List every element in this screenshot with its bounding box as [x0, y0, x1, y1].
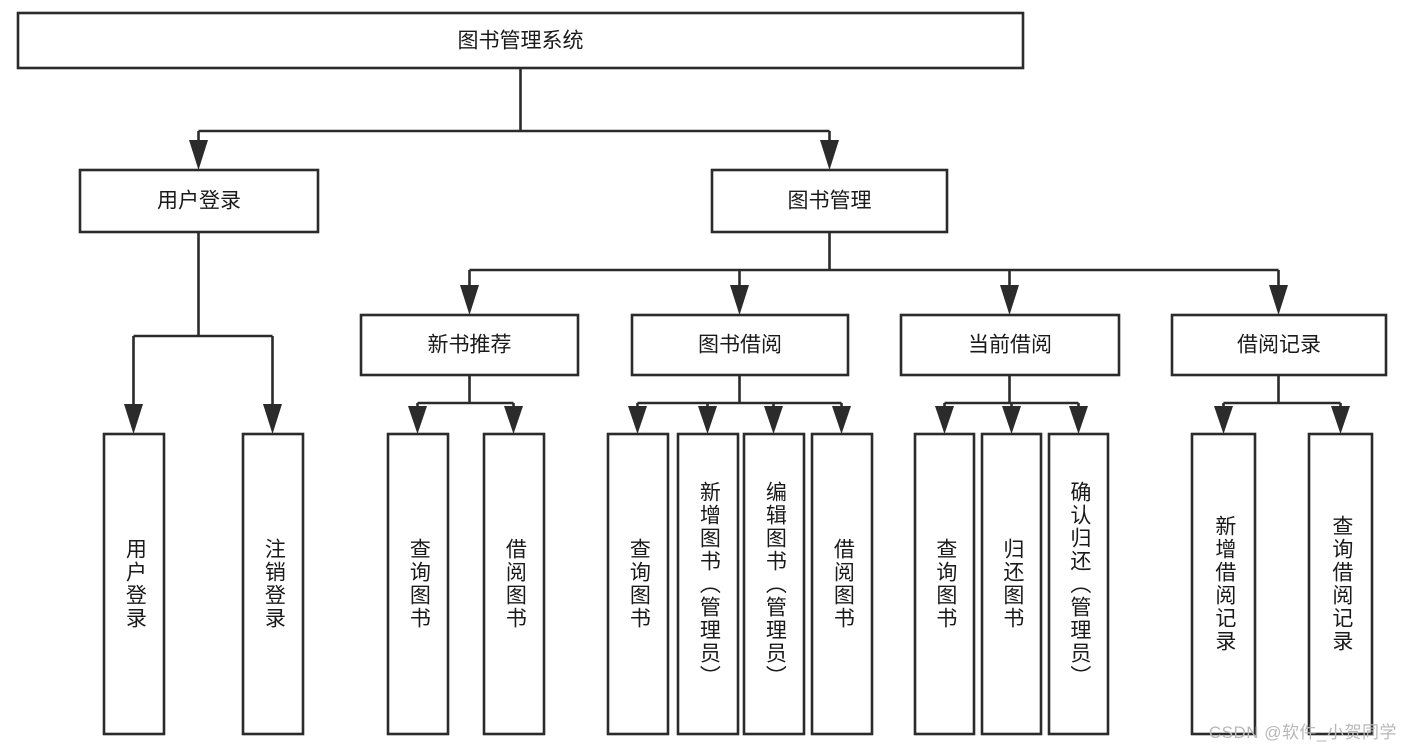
arrowhead-borrow-records-leaf-2 [1331, 406, 1350, 434]
arrowhead-current-borrow-leaf-2 [1002, 406, 1021, 434]
arrowhead-current-borrow [1000, 285, 1019, 315]
label-book-borrow: 图书借阅 [698, 334, 782, 357]
connector-layer [124, 68, 1350, 434]
label-layer: 图书管理系统 用户登录 图书管理 新书推荐 图书借阅 当前借阅 借阅记录 [157, 30, 1321, 357]
node-current-borrow[interactable] [899, 313, 1121, 377]
node-leaf-current-borrow-2[interactable] [980, 432, 1043, 736]
arrowhead-borrow-records [1269, 285, 1288, 315]
arrowhead-book-borrow-leaf-1 [628, 406, 647, 434]
label-borrow-records: 借阅记录 [1237, 334, 1321, 357]
arrowhead-book-borrow-leaf-2 [698, 406, 717, 434]
label-user-login: 用户登录 [157, 190, 241, 213]
node-leaf-borrow-records-1[interactable] [1190, 432, 1257, 736]
node-leaf-book-borrow-1[interactable] [606, 432, 670, 736]
node-leaf-borrow-records-2[interactable] [1307, 432, 1374, 736]
node-layer [16, 11, 1388, 736]
node-borrow-records[interactable] [1170, 313, 1388, 377]
arrowhead-book-borrow [730, 285, 749, 315]
arrowhead-new-book [460, 285, 479, 315]
arrowhead-new-book-leaf-2 [504, 406, 523, 434]
node-book-borrow[interactable] [630, 313, 850, 377]
arrowhead-new-book-leaf-1 [408, 406, 427, 434]
label-book-management: 图书管理 [788, 190, 872, 213]
node-leaf-user-login-2[interactable] [241, 432, 305, 736]
arrowhead-user-login-leaf-1 [124, 404, 143, 434]
node-book-management[interactable] [710, 168, 949, 234]
node-new-book-recommend[interactable] [359, 313, 580, 377]
node-leaf-user-login-1[interactable] [102, 432, 166, 736]
watermark-text: CSDN @软件_小贺同学 [1208, 723, 1397, 742]
arrowhead-book-mgmt [820, 140, 839, 170]
node-leaf-current-borrow-3[interactable] [1047, 432, 1110, 736]
arrowhead-book-borrow-leaf-4 [832, 406, 851, 434]
node-root-system[interactable] [16, 11, 1025, 70]
node-leaf-current-borrow-1[interactable] [913, 432, 976, 736]
arrowhead-borrow-records-leaf-1 [1214, 406, 1233, 434]
arrowhead-user-login-leaf-2 [263, 404, 282, 434]
node-leaf-new-book-1[interactable] [386, 432, 450, 736]
arrowhead-user-login [189, 140, 208, 170]
arrowhead-current-borrow-leaf-1 [935, 406, 954, 434]
label-current-borrow: 当前借阅 [968, 334, 1052, 357]
node-leaf-book-borrow-2[interactable] [676, 432, 740, 736]
node-leaf-new-book-2[interactable] [482, 432, 546, 736]
arrowhead-book-borrow-leaf-3 [764, 406, 783, 434]
arrowhead-current-borrow-leaf-3 [1069, 406, 1088, 434]
node-leaf-book-borrow-4[interactable] [810, 432, 874, 736]
label-root-system: 图书管理系统 [458, 30, 584, 53]
node-leaf-book-borrow-3[interactable] [742, 432, 806, 736]
node-user-login[interactable] [78, 168, 320, 234]
label-new-book-recommend: 新书推荐 [428, 334, 512, 357]
